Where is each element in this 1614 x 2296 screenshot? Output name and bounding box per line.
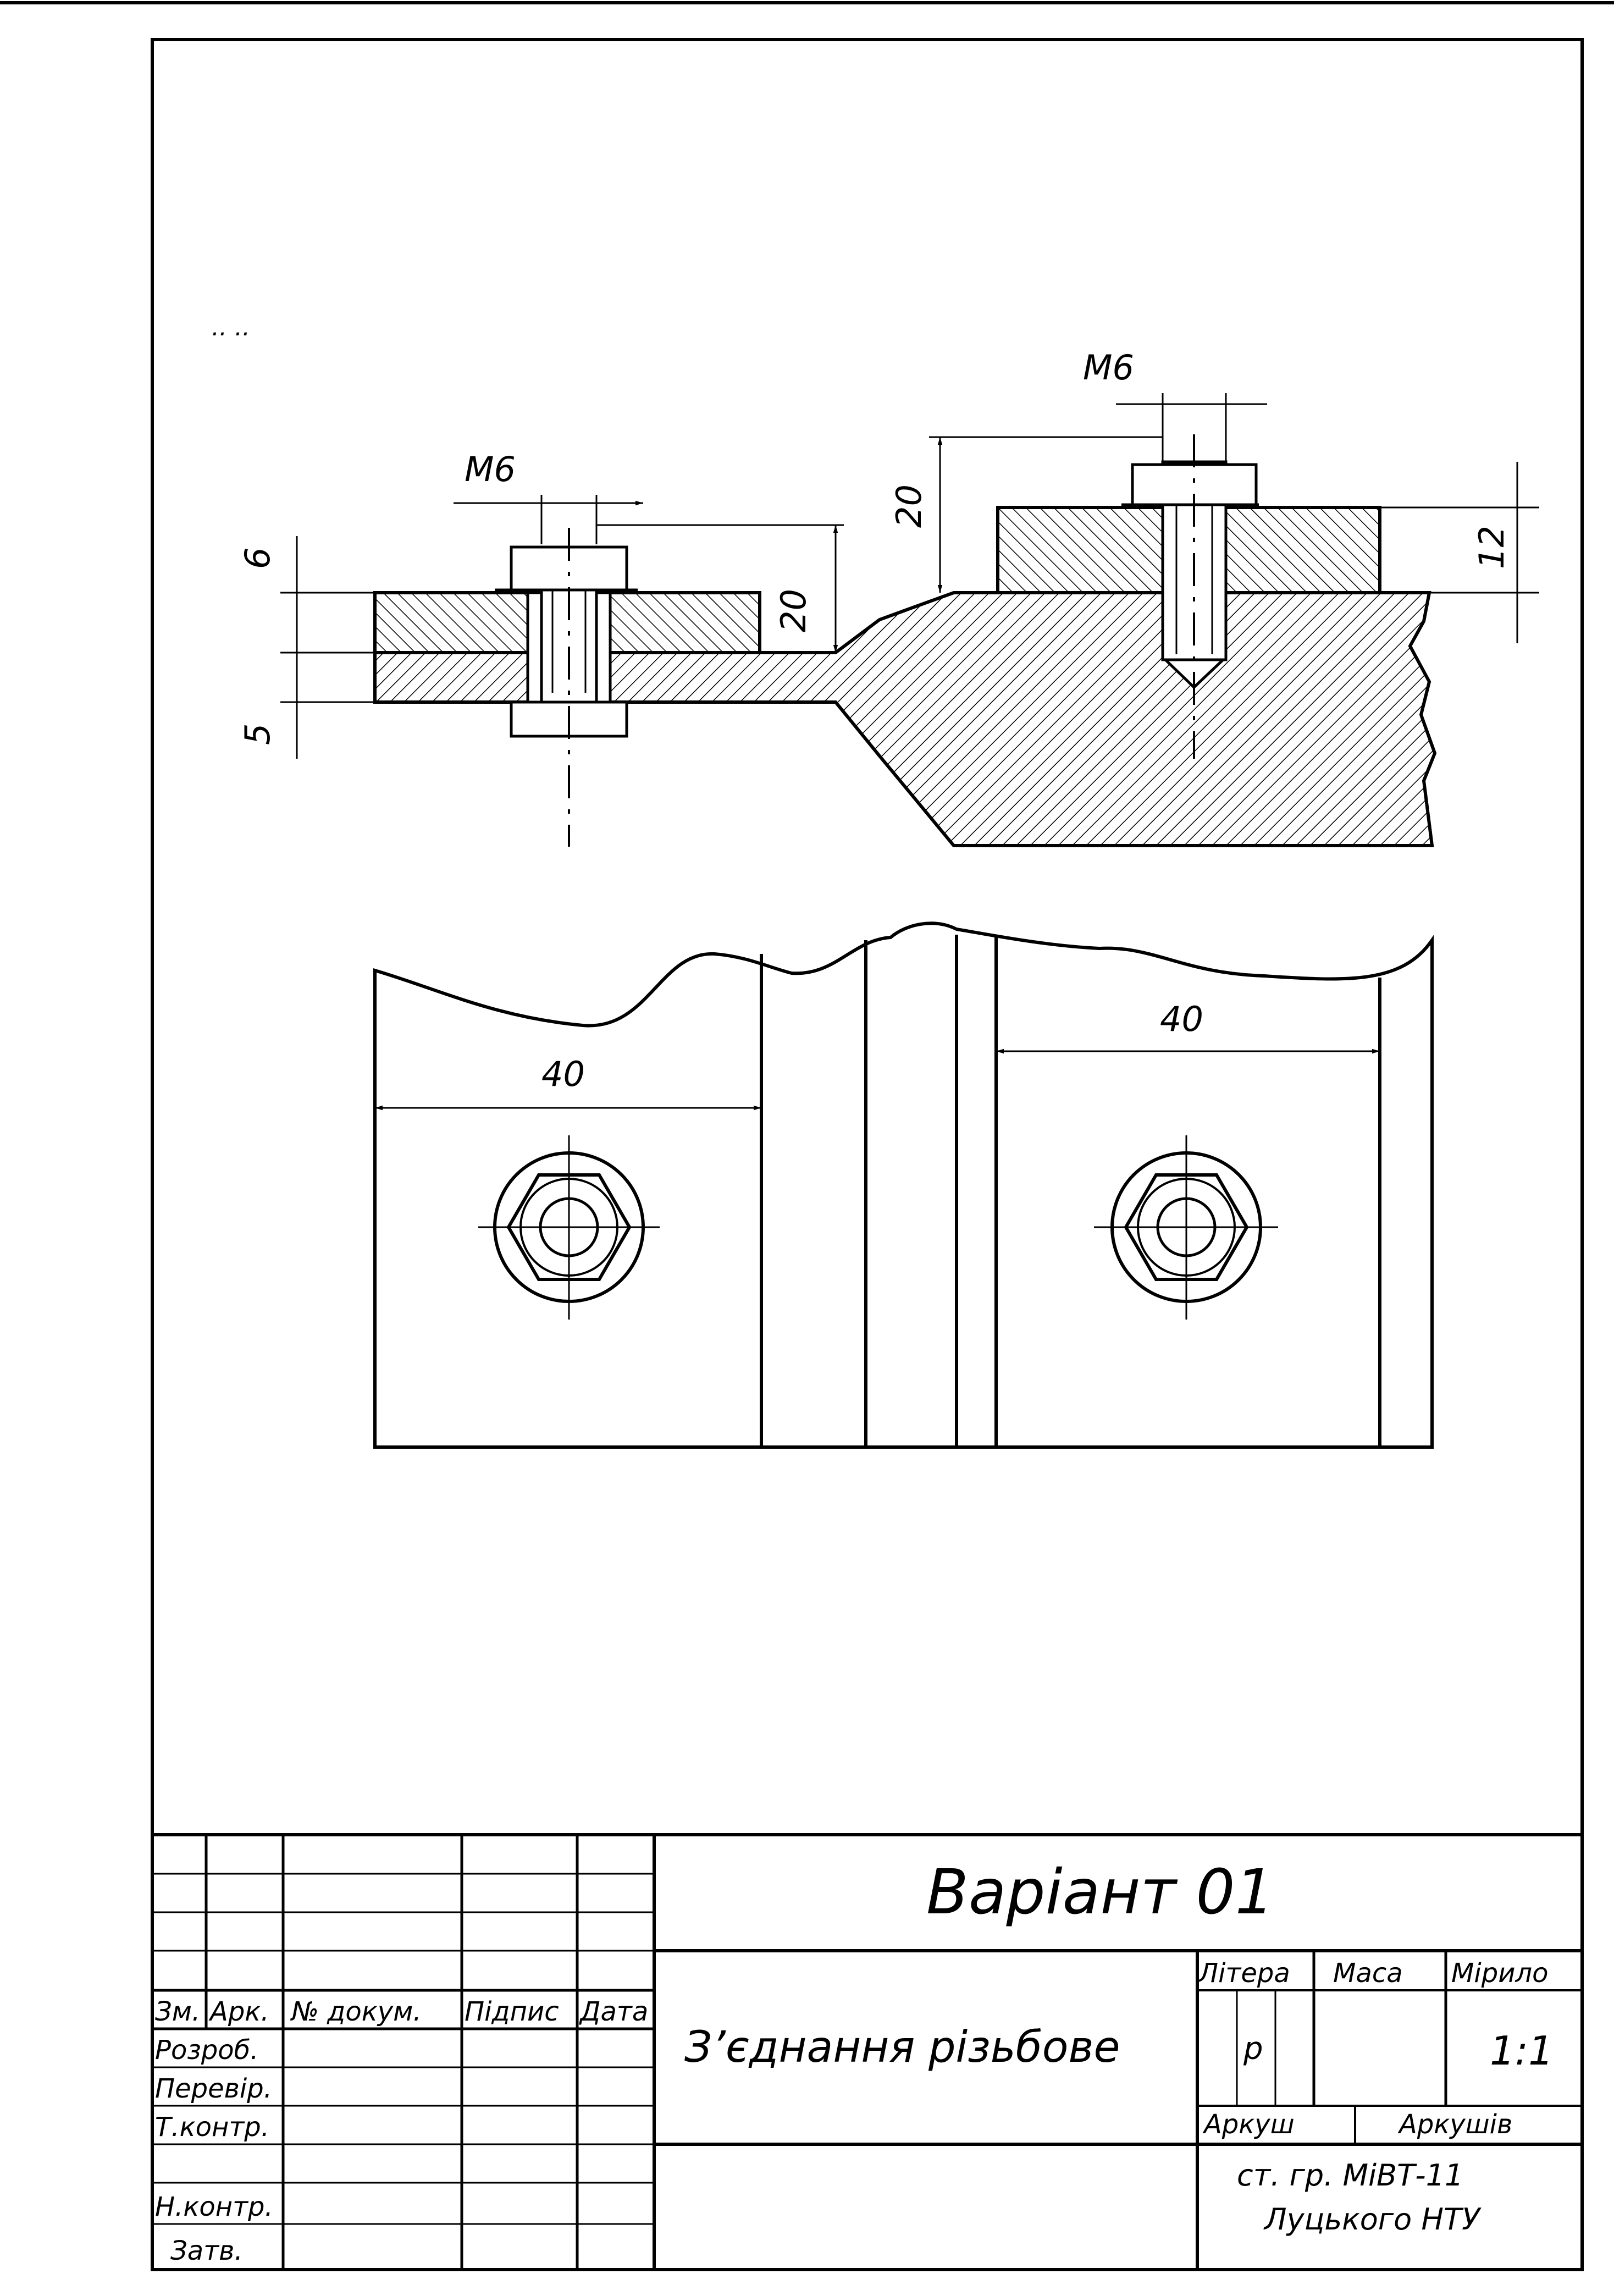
dim-right-plate: 12 bbox=[1472, 526, 1512, 569]
dim-left-plate-bottom: 5 bbox=[237, 724, 278, 745]
dim-right-width: 40 bbox=[1160, 999, 1203, 1039]
role-developed: Розроб. bbox=[155, 2035, 259, 2066]
drawing-frame bbox=[151, 38, 1584, 2271]
top-view bbox=[373, 921, 1434, 1449]
role-norm-control: Н.контр. bbox=[155, 2192, 273, 2222]
front-dimensions bbox=[280, 393, 1539, 759]
litera-label: Літера bbox=[1197, 1958, 1290, 1989]
litera-value: р bbox=[1243, 2031, 1263, 2067]
header-doc-no: № докум. bbox=[290, 1996, 422, 2027]
mass-label: Маса bbox=[1333, 1958, 1403, 1989]
dim-left-thread: M6 bbox=[465, 449, 516, 489]
header-signature: Підпис bbox=[465, 1996, 559, 2027]
top-view-outline bbox=[373, 921, 1434, 1449]
header-ark: Арк. bbox=[208, 1996, 269, 2027]
role-tech-control: Т.контр. bbox=[155, 2112, 269, 2143]
drawing-name: З’єднання різьбове bbox=[684, 2023, 1120, 2072]
dim-left-bolt-length: 20 bbox=[773, 589, 814, 632]
dim-left-plate-top: 6 bbox=[237, 548, 278, 569]
front-view-section bbox=[373, 434, 1437, 847]
header-zm: Зм. bbox=[155, 1996, 200, 2027]
variant-title: Варіант 01 bbox=[926, 1857, 1274, 1928]
dim-left-width: 40 bbox=[541, 1054, 585, 1094]
header-date: Дата bbox=[579, 1996, 648, 2027]
title-block-grid bbox=[152, 1833, 1582, 2270]
stray-marks: .. .. bbox=[212, 313, 250, 341]
scale-value: 1:1 bbox=[1490, 2028, 1554, 2074]
organization-line2: Луцького НТУ bbox=[1263, 2202, 1482, 2237]
sheet-label: Аркуш bbox=[1202, 2109, 1295, 2140]
dim-right-thread: M6 bbox=[1083, 347, 1134, 388]
sheets-label: Аркушів bbox=[1397, 2109, 1512, 2140]
dim-right-bolt-length: 20 bbox=[889, 484, 929, 528]
role-checked: Перевір. bbox=[155, 2073, 272, 2104]
scale-label: Мірило bbox=[1451, 1958, 1548, 1989]
role-approved: Затв. bbox=[170, 2236, 243, 2266]
organization-line1: ст. гр. МіВТ-11 bbox=[1237, 2158, 1463, 2193]
